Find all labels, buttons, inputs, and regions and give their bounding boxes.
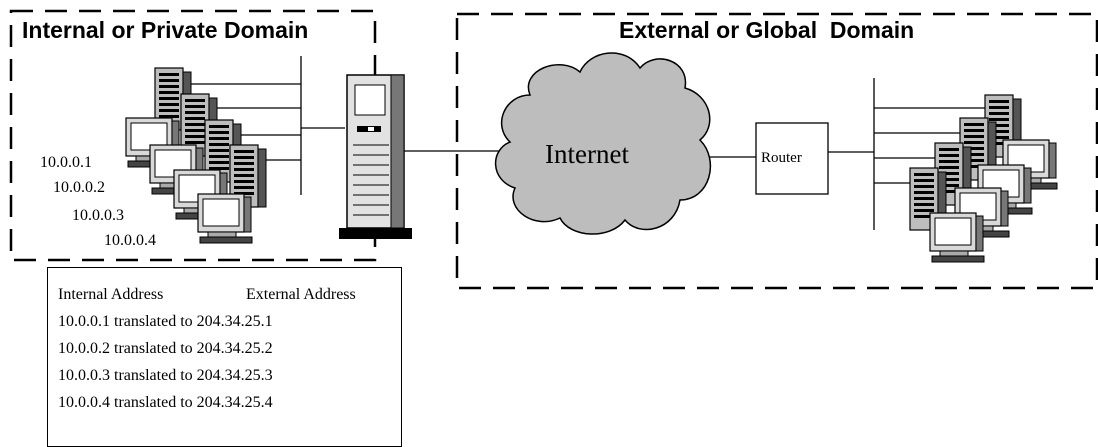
router: Router — [755, 122, 829, 195]
internal-domain-title: Internal or Private Domain — [22, 17, 308, 43]
nat-row: 10.0.0.1 translated to 204.34.25.1 — [58, 313, 273, 330]
external-domain-boundary — [455, 12, 1098, 290]
router-label: Router — [761, 150, 802, 166]
nat-row: 10.0.0.2 translated to 204.34.25.2 — [58, 340, 273, 357]
nat-row: 10.0.0.4 translated to 204.34.25.4 — [58, 394, 273, 411]
nat-server — [339, 74, 412, 239]
ip-label-1: 10.0.0.1 — [40, 154, 92, 171]
ip-label-4: 10.0.0.4 — [104, 232, 156, 249]
ip-label-2: 10.0.0.2 — [53, 179, 105, 196]
nat-table-header: Internal Address External Address — [58, 286, 403, 306]
nat-row: 10.0.0.3 translated to 204.34.25.3 — [58, 367, 273, 384]
internet-label: Internet — [545, 139, 629, 169]
ip-label-3: 10.0.0.3 — [72, 207, 124, 224]
nat-translation-table: Internal Address External Address 10.0.0… — [47, 267, 402, 447]
internal-lan-bus — [185, 56, 345, 195]
external-domain-title: External or Global Domain — [619, 17, 914, 43]
header-external-address: External Address — [246, 286, 356, 303]
header-internal-address: Internal Address — [58, 286, 164, 303]
internet-cloud: Internet — [494, 52, 711, 235]
external-lan-bus — [828, 78, 985, 230]
